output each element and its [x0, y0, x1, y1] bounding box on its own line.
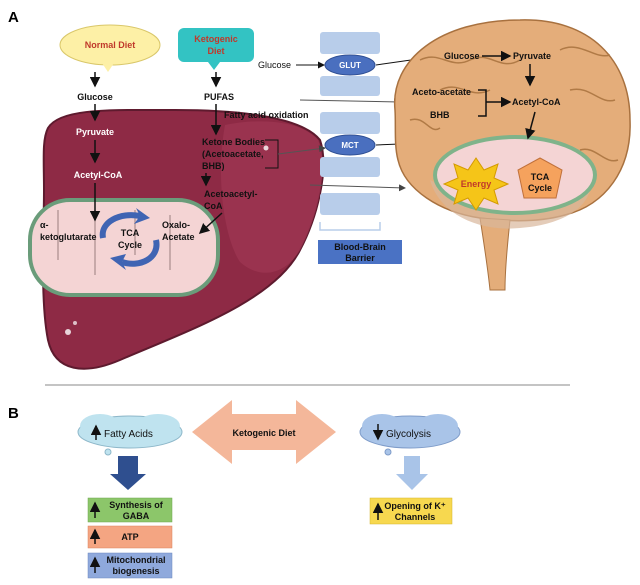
ketone-bodies-label-1: Ketone Bodies: [202, 137, 265, 147]
oxalo-label-1: Oxalo-: [162, 220, 190, 230]
brain-pyruvate-label: Pyruvate: [513, 51, 551, 61]
fatty-acids-down-arrow: [110, 456, 146, 490]
alpha-label-2: ketoglutarate: [40, 232, 97, 242]
bbb-label-1: Blood-Brain: [334, 242, 386, 252]
panel-b-label: B: [8, 405, 19, 422]
panel-b-center-label: Ketogenic Diet: [232, 428, 295, 438]
ketogenic-diet-title-2: Diet: [207, 46, 224, 56]
fatty-acid-oxidation-label: Fatty acid oxidation: [224, 110, 309, 120]
effect-k-channels: Opening of K⁺ Channels: [369, 497, 453, 525]
ketogenic-diet-title-1: Ketogenic: [194, 34, 238, 44]
normal-diet-title: Normal Diet: [85, 40, 136, 50]
alpha-label-1: α-: [40, 220, 49, 230]
bbb-label-2: Barrier: [345, 253, 375, 263]
glut-label: GLUT: [339, 61, 361, 70]
glycolysis-label: Glycolysis: [386, 429, 431, 440]
barrier-glucose-label: Glucose: [258, 60, 291, 70]
ketogenic-diet-arrow: Ketogenic Diet: [192, 400, 336, 464]
effect-gaba-label-1: Synthesis of: [109, 500, 164, 510]
energy-star: Energy: [442, 157, 510, 211]
brain-tca-label-1: TCA: [531, 172, 550, 182]
brain-glucose-label: Glucose: [444, 51, 480, 61]
effect-gaba: Synthesis of GABA: [87, 497, 173, 523]
liver-acetylcoa-label: Acetyl-CoA: [74, 170, 123, 180]
brain-tca-label-2: Cycle: [528, 183, 552, 193]
fatty-acids-cloud: Fatty Acids: [77, 414, 183, 456]
fatty-acids-label: Fatty Acids: [104, 429, 153, 440]
energy-label: Energy: [461, 179, 492, 189]
glycolysis-down-arrow: [396, 456, 428, 490]
liver-glucose-label: Glucose: [77, 92, 113, 102]
glycolysis-cloud: Glycolysis: [359, 414, 461, 456]
ketone-bodies-label-3: BHB): [202, 161, 225, 171]
ketone-bodies-label-2: (Acetoacetate,: [202, 149, 264, 159]
blood-brain-barrier: Blood-Brain Barrier: [318, 32, 402, 264]
liver-tca-label-2: Cycle: [118, 240, 142, 250]
liver-mitochondrion: [28, 198, 220, 297]
k-channels-label-2: Channels: [395, 512, 436, 522]
tca-cycle-arrows: [99, 208, 160, 270]
liver-pyruvate-label: Pyruvate: [76, 127, 114, 137]
brain-acetylcoa-label: Acetyl-CoA: [512, 97, 561, 107]
panel-a-label: A: [8, 9, 19, 26]
effect-atp-label: ATP: [121, 532, 138, 542]
effect-mito-label-2: biogenesis: [112, 566, 159, 576]
effect-atp: ATP: [87, 525, 173, 549]
effect-mito: Mitochondrial biogenesis: [87, 552, 173, 579]
brain-acetoacetate-label: Aceto-acetate: [412, 87, 471, 97]
oxalo-label-2: Acetate: [162, 232, 195, 242]
glut-transporter: [324, 54, 376, 76]
normal-diet-bubble: Normal Diet: [59, 24, 161, 72]
ketogenic-diet-bubble: Ketogenic Diet: [178, 28, 254, 70]
acetoacetyl-label-1: Acetoacetyl-: [204, 189, 258, 199]
effect-gaba-label-2: GABA: [123, 511, 150, 521]
acetoacetyl-label-2: CoA: [204, 201, 223, 211]
pufas-label: PUFAS: [204, 92, 234, 102]
k-channels-label-1: Opening of K⁺: [384, 501, 445, 511]
liver-tca-label-1: TCA: [121, 228, 140, 238]
mct-label: MCT: [341, 141, 358, 150]
effect-mito-label-1: Mitochondrial: [107, 555, 166, 565]
brain-tca-pentagon: TCA Cycle: [517, 157, 563, 199]
mct-transporter: [324, 134, 376, 156]
brain-bhb-label: BHB: [430, 110, 450, 120]
